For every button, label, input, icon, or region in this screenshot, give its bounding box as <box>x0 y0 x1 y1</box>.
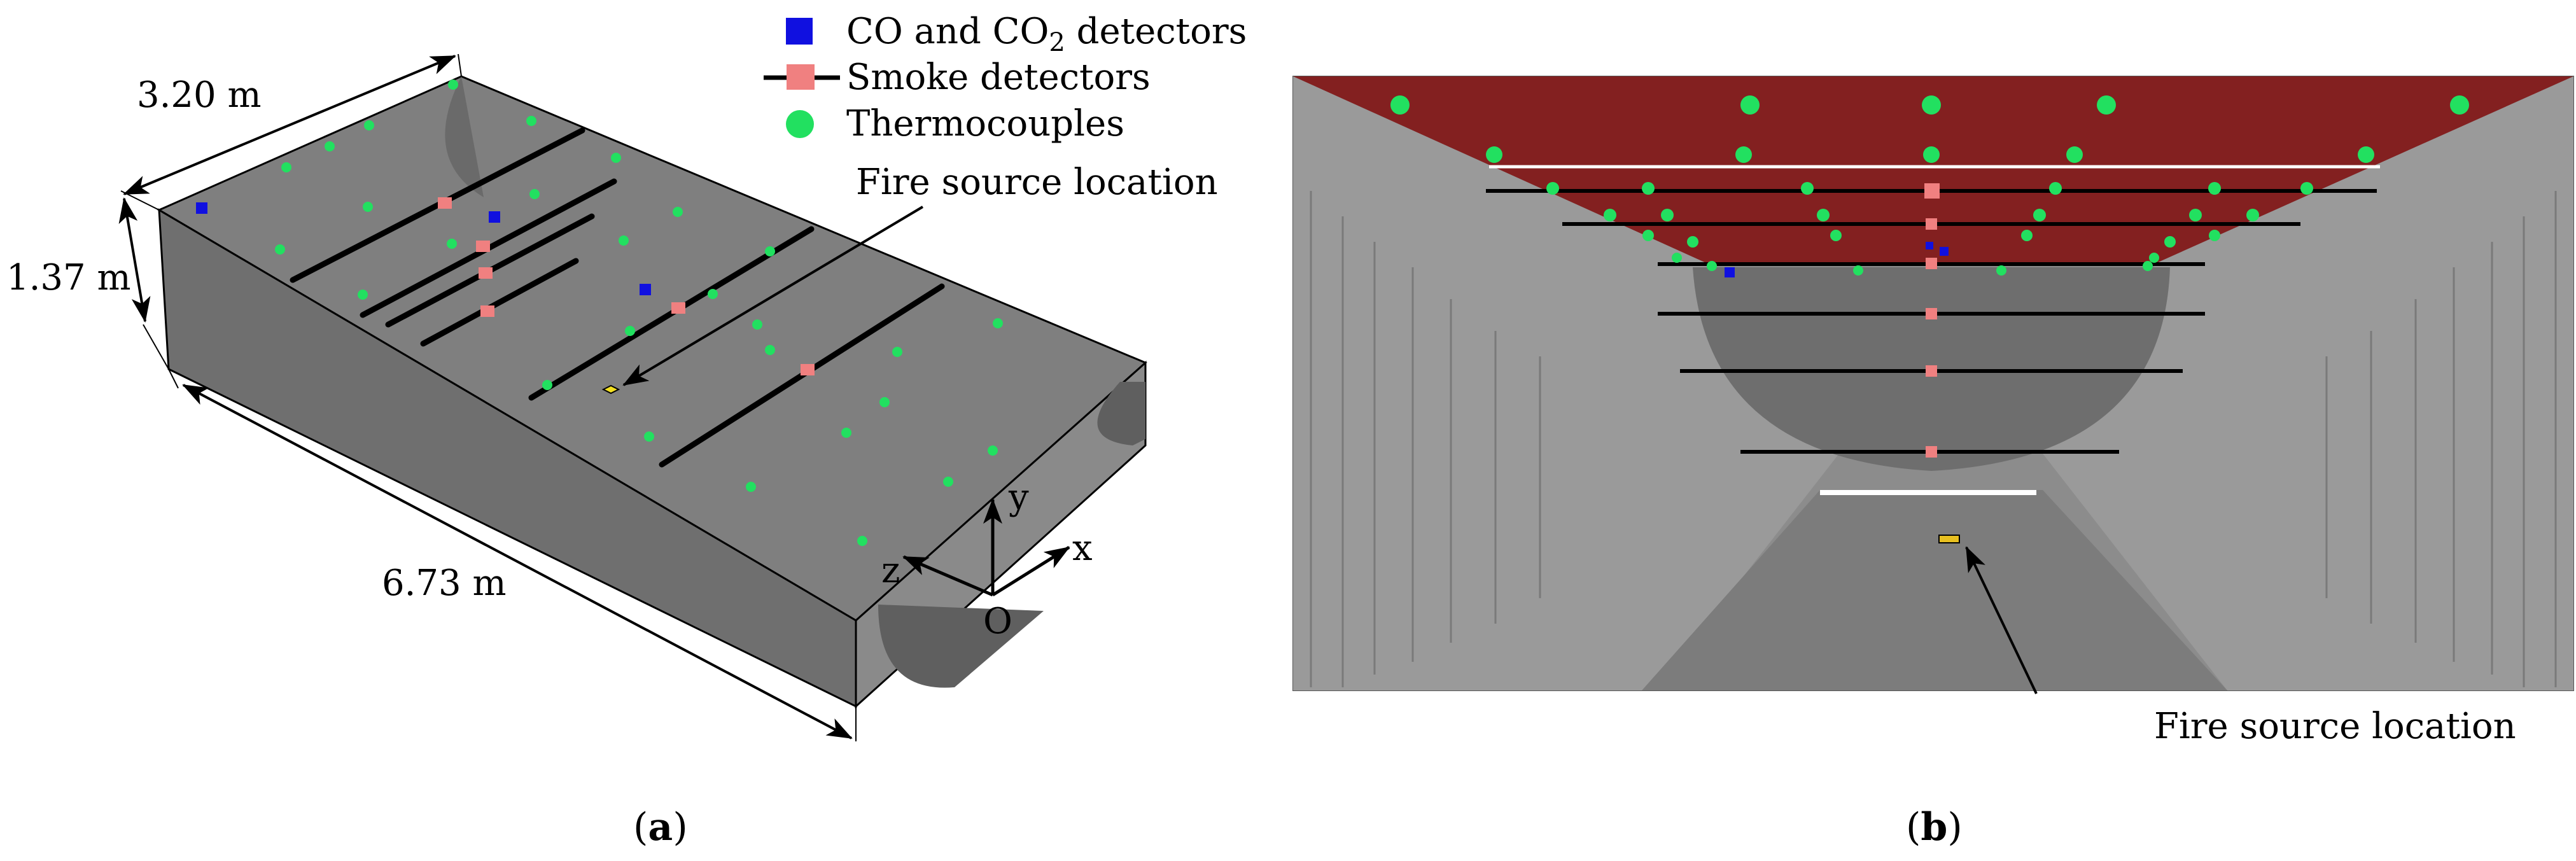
legend-thermo-marker <box>786 110 814 138</box>
legend-co-label: CO and CO2 detectors <box>846 11 1247 57</box>
panel-b-co-detectors <box>1725 242 1949 277</box>
width-label: 3.20 m <box>137 74 262 116</box>
origin-label: O <box>983 601 1012 642</box>
height-label: 1.37 m <box>6 257 131 298</box>
panel-a-smoke-detectors <box>438 197 815 375</box>
legend-smoke-marker <box>787 64 815 90</box>
fire-label-b: Fire source location <box>2154 706 2516 747</box>
panel-b-floor <box>1642 490 2227 690</box>
axis-y-label: y <box>1008 477 1029 518</box>
fire-callout-a <box>622 206 924 386</box>
panel-a-co-detectors <box>196 202 651 295</box>
panel-b-smoke-detectors <box>1924 183 1940 458</box>
panel-b-thermocouples <box>1390 95 2469 276</box>
legend-thermo-label: Thermocouples <box>846 103 1124 144</box>
length-label: 6.73 m <box>382 563 507 604</box>
axis-z-label: z <box>881 550 900 591</box>
axis-x-label: x <box>1072 528 1093 569</box>
panel-a-caption: (a) <box>633 805 688 850</box>
panel-b-fire-source <box>1938 535 1960 543</box>
legend: CO and CO2 detectors Smoke detectors The… <box>764 11 1247 144</box>
panel-b-left-wall <box>1293 76 1845 690</box>
panel-b-caption: (b) <box>1906 805 1963 850</box>
fire-callout-b <box>1965 546 2038 694</box>
coordinate-axes <box>902 498 1070 597</box>
legend-co-marker <box>786 18 813 45</box>
fire-label-a: Fire source location <box>856 162 1218 203</box>
panel-b-right-wall <box>2036 76 2573 690</box>
dimension-lines <box>118 53 857 741</box>
front-tunnel-arch <box>878 605 1044 688</box>
legend-smoke-label: Smoke detectors <box>846 57 1151 98</box>
panel-b-view <box>1292 76 2574 691</box>
